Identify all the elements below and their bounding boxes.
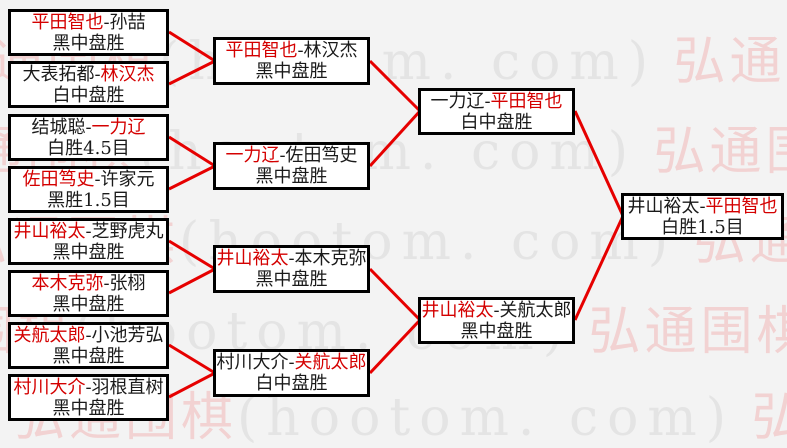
vs-separator: - (484, 90, 491, 112)
player-name: 一力辽 (430, 90, 485, 112)
match-result: 黑胜1.5目 (47, 189, 130, 211)
match-result: 黑中盘胜 (52, 345, 125, 367)
vs-separator: - (85, 116, 92, 138)
player-name: 结城聪 (31, 116, 86, 138)
match-result: 黑中盘胜 (52, 32, 125, 54)
vs-separator: - (288, 248, 295, 269)
match-box-r1-7: 关航太郎-小池芳弘 黑中盘胜 (8, 322, 169, 369)
player-name-winner: 林汉杰 (100, 63, 155, 85)
match-box-r1-8: 村川大介-羽根直树 黑中盘胜 (8, 374, 169, 421)
vs-separator: - (103, 272, 110, 294)
match-box-r1-5: 井山裕太-芝野虎丸 黑中盘胜 (8, 218, 169, 265)
connector-line (168, 343, 216, 375)
player-name: 本木克弥 (294, 248, 367, 269)
match-box-r1-6: 本木克弥-张栩 黑中盘胜 (8, 270, 169, 317)
connector-line (368, 109, 422, 168)
match-result: 白中盘胜 (255, 373, 328, 394)
watermark-brand-text: 弘通围棋 (653, 122, 787, 182)
player-name-winner: 平田智也 (31, 11, 104, 33)
match-box-r1-2: 大表拓都-林汉杰 白中盘胜 (8, 61, 169, 108)
vs-separator: - (279, 145, 286, 166)
connector-line (368, 59, 422, 113)
player-name-winner: 平田智也 (225, 40, 298, 61)
connector-line (168, 30, 216, 63)
player-name: 井山裕太 (627, 195, 700, 217)
connector-line (573, 110, 625, 217)
match-box-r2-4: 村川大介-关航太郎 白中盘胜 (213, 349, 370, 397)
vs-separator: - (85, 376, 92, 398)
match-result: 黑中盘胜 (255, 166, 328, 187)
player-name: 村川大介 (216, 352, 289, 373)
player-name: 关航太郎 (499, 299, 572, 321)
connector-line (168, 59, 216, 86)
match-box-r2-3: 井山裕太-本木克弥 黑中盘胜 (213, 245, 370, 293)
match-box-semifinal-1: 一力辽-平田智也 白中盘胜 (418, 88, 575, 135)
match-box-r2-2: 一力辽-佐田笃史 黑中盘胜 (213, 142, 370, 190)
connector-line (168, 371, 216, 399)
vs-separator: - (297, 40, 304, 61)
connector-line (168, 239, 216, 271)
player-name-winner: 井山裕太 (421, 299, 494, 321)
player-name: 孙喆 (109, 11, 146, 33)
match-box-r1-3: 结城聪-一力辽 白胜4.5目 (8, 114, 169, 161)
player-name-winner: 本木克弥 (31, 272, 104, 294)
watermark-brand-text: 弘通围棋 (588, 302, 787, 362)
player-name: 羽根直树 (91, 376, 164, 398)
player-name-winner: 井山裕太 (13, 220, 86, 242)
player-name: 张栩 (109, 272, 146, 294)
player-name-winner: 关航太郎 (294, 352, 367, 373)
connector-line (368, 318, 422, 375)
vs-separator: - (103, 11, 110, 33)
match-result: 黑中盘胜 (255, 61, 328, 82)
connector-line (168, 267, 216, 295)
player-name-winner: 村川大介 (13, 376, 86, 398)
match-box-r2-1: 平田智也-林汉杰 黑中盘胜 (213, 37, 370, 85)
match-box-semifinal-2: 井山裕太-关航太郎 黑中盘胜 (418, 297, 575, 344)
player-name: 大表拓都 (22, 63, 95, 85)
player-name: 林汉杰 (303, 40, 358, 61)
vs-separator: - (85, 324, 92, 346)
player-name-winner: 平田智也 (705, 195, 778, 217)
vs-separator: - (94, 63, 101, 85)
vs-separator: - (288, 352, 295, 373)
player-name: 佐田笃史 (285, 145, 358, 166)
player-name-winner: 平田智也 (490, 90, 563, 112)
match-result: 黑中盘胜 (52, 241, 125, 263)
connector-line (168, 135, 216, 168)
match-result: 黑中盘胜 (255, 269, 328, 290)
match-box-final: 井山裕太-平田智也 白胜1.5目 (621, 193, 784, 240)
vs-separator: - (94, 168, 101, 190)
match-result: 黑中盘胜 (52, 397, 125, 419)
match-result: 黑中盘胜 (460, 320, 533, 342)
vs-separator: - (699, 195, 706, 217)
player-name-winner: 佐田笃史 (22, 168, 95, 190)
vs-separator: - (493, 299, 500, 321)
player-name: 芝野虎丸 (91, 220, 164, 242)
vs-separator: - (85, 220, 92, 242)
match-result: 白胜1.5目 (661, 216, 744, 238)
watermark-brand-text: 弘通围棋 (673, 32, 787, 92)
player-name: 许家元 (100, 168, 155, 190)
connector-line (573, 215, 625, 321)
match-result: 黑中盘胜 (52, 293, 125, 315)
player-name: 小池芳弘 (91, 324, 164, 346)
connector-line (368, 267, 422, 322)
player-name-winner: 井山裕太 (216, 248, 289, 269)
player-name-winner: 一力辽 (225, 145, 280, 166)
player-name-winner: 一力辽 (91, 116, 146, 138)
match-box-r1-4: 佐田笃史-许家元 黑胜1.5目 (8, 166, 169, 213)
match-result: 白中盘胜 (52, 84, 125, 106)
player-name-winner: 关航太郎 (13, 324, 86, 346)
bracket-connectors (168, 30, 625, 399)
match-box-r1-1: 平田智也-孙喆 黑中盘胜 (8, 9, 169, 56)
match-result: 白胜4.5目 (47, 137, 130, 159)
connector-line (168, 164, 216, 191)
match-result: 白中盘胜 (460, 111, 533, 133)
